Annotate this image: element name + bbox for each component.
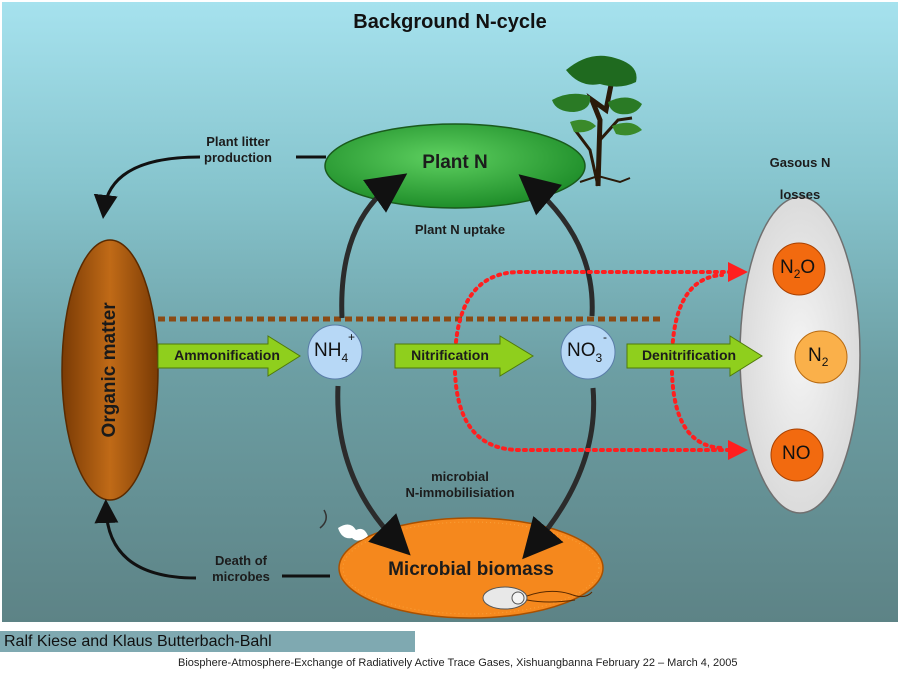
no-label: NO [782,443,811,464]
no3-node [560,324,616,380]
organic-matter-label: Organic matter [99,302,121,438]
death-line1: Death of [215,553,267,568]
denit-path-inner-lower [670,370,724,450]
plant-n-label: Plant N [422,152,488,173]
nitrification-label: Nitrification [411,347,489,363]
nh4-node [307,324,363,380]
n2o-node [772,242,826,296]
ammonification-label: Ammonification [174,347,280,363]
denitrification-arrow [626,335,763,377]
plant-litter-label: Plant litter production [178,134,298,167]
denit-path-inner-upper [670,273,724,358]
immob-line1: microbial [431,469,489,484]
no3-label: NO3- [567,330,607,365]
no-node [770,428,824,482]
death-line2: microbes [212,569,270,585]
immobilisation-label: microbial N-immobilisiation [365,469,555,502]
tree-icon [552,55,642,187]
gaseous-line2: losses [779,187,821,202]
immob-line2: N-immobilisiation [405,485,515,501]
no3-uptake-arrow [518,174,595,317]
footer-event: Biosphere-Atmosphere-Exchange of Radiati… [178,657,738,669]
footer-authors: Ralf Kiese and Klaus Butterbach-Bahl [0,631,415,652]
gaseous-losses-label: Gasous N losses [740,147,860,211]
plant-uptake-label: Plant N uptake [414,222,506,237]
no3-immobilisation-arrow [522,387,597,560]
nitrification-arrow [394,335,534,377]
denitrification-label: Denitrification [641,347,737,363]
plant-litter-line1: Plant litter [206,134,270,149]
n2o-label: N2O [780,257,816,281]
death-of-microbes-label: Death of microbes [186,553,296,586]
diagram-title: Background N-cycle [353,11,547,33]
nh4-uptake-arrow [339,173,408,319]
litter-arrow [93,155,201,219]
denit-path-upper [453,262,748,358]
denit-path-lower [453,370,748,460]
microbial-biomass-label: Microbial biomass [388,559,554,580]
microbe-icon [319,509,593,610]
gaseous-line1: Gasous N [769,155,831,170]
microbial-texture [342,521,600,615]
nh4-label: NH4+ [314,330,356,365]
n2-label: N2 [808,345,829,369]
plant-litter-line2: production [204,150,272,166]
nh4-immobilisation-arrow [335,385,411,556]
ammonification-arrow [157,335,301,377]
death-arrow [94,499,197,580]
n2-node [794,330,848,384]
